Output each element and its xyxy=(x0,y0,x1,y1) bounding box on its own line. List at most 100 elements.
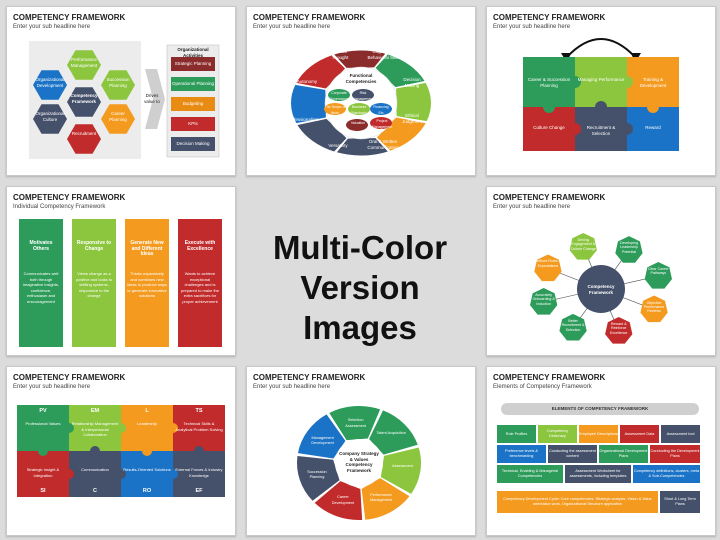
card-title: Motivates Others xyxy=(29,240,53,252)
node-heptagon xyxy=(644,262,672,289)
hexagon xyxy=(67,124,101,154)
node-heptagon xyxy=(534,254,562,282)
hexagon xyxy=(33,104,67,134)
outer-label: Professionalism xyxy=(287,117,319,122)
card: Generate New and Different Ideas Thinks … xyxy=(125,219,169,347)
card-title: Execute with Excellence xyxy=(184,240,216,252)
hexagon xyxy=(67,87,101,117)
hexagon xyxy=(101,104,135,134)
ring-segment xyxy=(334,50,386,68)
banner-label: ELEMENTS OF COMPETENCY FRAMEWORK xyxy=(551,406,649,411)
inner-label: Business Standards xyxy=(351,105,367,115)
slide-subtitle: Enter your sub headline here xyxy=(493,24,571,30)
slide-title: COMPETENCY FRAMEWORK xyxy=(253,13,366,22)
card-body: Communicates well both through imaginati… xyxy=(22,271,60,304)
card: Motivates Others Communicates well both … xyxy=(19,219,63,347)
puzzle-grid xyxy=(17,405,225,497)
slide-subtitle: Elements of Competency Framework xyxy=(493,384,592,390)
piece-abbr: TS xyxy=(195,408,203,414)
side-item: KPIs xyxy=(171,117,215,131)
outer-label: Autonomy xyxy=(296,79,318,84)
cycle-segment xyxy=(329,405,381,441)
table-cell: Assessment tool xyxy=(661,425,700,443)
center-title: Functional Competencies xyxy=(345,73,377,84)
arrow-label: Drives value to xyxy=(144,93,160,104)
cycle-segment xyxy=(314,481,363,521)
side-header: Organizational Activities xyxy=(177,47,209,58)
slide-title: COMPETENCY FRAMEWORK xyxy=(13,193,126,202)
table-cell: Assessment Worksheet for assessments, in… xyxy=(565,465,631,483)
table-cell: Role Profiles xyxy=(497,425,536,443)
piece-label: Results-Oriented Solutions xyxy=(123,467,171,472)
segment-label: Assessment xyxy=(392,463,413,468)
inner-label: Corporate Governance xyxy=(329,91,349,101)
hex-label: Career Planning xyxy=(109,111,127,122)
piece-label: Relationship Management & Interpersonal … xyxy=(71,421,119,437)
card: Execute with Excellence Wants to achieve… xyxy=(178,219,222,347)
node-label: Clear Career Pathways xyxy=(648,266,669,276)
piece-abbr: L xyxy=(145,408,149,414)
table-cell: Competency Dictionary xyxy=(538,425,577,443)
piece-abbr: PV xyxy=(39,408,47,414)
inner-ellipse xyxy=(324,103,346,115)
hexagon xyxy=(101,70,135,100)
hexagon xyxy=(67,50,101,80)
card-title: Responsive to Change xyxy=(76,240,112,252)
node-label: Better Recruitment & Selection xyxy=(561,318,585,332)
node-label: Accurately Onboarding & Induction xyxy=(532,293,555,306)
cycle-segment xyxy=(380,447,421,494)
table-cell: Competency definitions, clusters, meta &… xyxy=(633,465,700,483)
thumbnail-slide-2[interactable]: COMPETENCY FRAMEWORK Enter your sub head… xyxy=(246,6,476,176)
inner-label: Project Management xyxy=(371,119,393,129)
hex-center-label: Competency Framework xyxy=(70,93,98,104)
piece-label: Leadership xyxy=(137,421,157,426)
cycle-segment xyxy=(297,414,346,459)
puzzle-label: Managing Performance xyxy=(577,77,625,82)
table-cell: Preference levels & benchmarking xyxy=(497,445,546,463)
ring-segment xyxy=(291,84,326,124)
side-item: Strategic Planning xyxy=(171,57,215,71)
thumbnail-slide-6[interactable]: COMPETENCY FRAMEWORK Enter your sub head… xyxy=(6,366,236,536)
puzzle-label: Recruitment & Selection xyxy=(586,125,616,136)
slide-subtitle: Enter your sub headline here xyxy=(13,384,91,390)
headline: Multi-Color Version Images xyxy=(246,228,474,348)
slide-subtitle: Enter your sub headline here xyxy=(493,204,571,210)
thumbnail-slide-1[interactable]: COMPETENCY FRAMEWORK Enter your sub head… xyxy=(6,6,236,176)
side-item: Operational Planning xyxy=(171,77,215,91)
card-body: Views change as a positive and looks to … xyxy=(75,271,113,298)
side-item: Budgeting xyxy=(171,97,215,111)
headline-line: Version Images xyxy=(300,269,420,346)
thumbnail-slide-3[interactable]: COMPETENCY FRAMEWORK Enter your sub head… xyxy=(486,6,716,176)
cycle-diagram xyxy=(297,405,421,521)
thumbnail-slide-4[interactable]: COMPETENCY FRAMEWORK Individual Competen… xyxy=(6,186,236,356)
side-item: Decision Making xyxy=(171,137,215,151)
thumbnail-slide-5[interactable]: COMPETENCY FRAMEWORK Enter your sub head… xyxy=(486,186,716,356)
inner-ellipse xyxy=(348,103,370,115)
piece-label: External Forces & Industry Knowledge xyxy=(175,467,223,478)
table-cell: Technical, Enabling & Managerial Compete… xyxy=(497,465,563,483)
table-cell: Conducting the Development Plans xyxy=(650,445,700,463)
table-cell: Competency Development Cycle: Core compe… xyxy=(497,491,658,513)
thumbnail-slide-7[interactable]: COMPETENCY FRAMEWORK Enter your sub head… xyxy=(246,366,476,536)
radial-diagram xyxy=(530,233,672,344)
segment-label: Succession Planning xyxy=(307,469,327,480)
table-cell: Organizational Development Plans xyxy=(599,445,648,463)
puzzle-label: Reward xyxy=(645,125,661,130)
inner-ellipse xyxy=(352,89,374,101)
inner-label: Financing Etc xyxy=(373,105,389,115)
segment-label: Career Development xyxy=(331,495,355,505)
node-heptagon xyxy=(605,317,633,344)
piece-label: Communication xyxy=(81,467,109,472)
ring-segment xyxy=(396,82,431,122)
thumbnail-slide-8[interactable]: COMPETENCY FRAMEWORK Elements of Compete… xyxy=(486,366,716,536)
card-title: Generate New and Different Ideas xyxy=(130,240,164,257)
hex-label: Performance Management xyxy=(70,57,98,68)
center-label: Company Strategy & Values Competency Fra… xyxy=(339,451,379,473)
node-label: Reward & Reinforce Excellence xyxy=(610,322,628,335)
puzzle-label: Career & Succession Planning xyxy=(527,77,571,88)
inner-ellipse xyxy=(346,119,368,131)
outer-label: Versatility xyxy=(328,143,348,148)
inner-ellipse xyxy=(370,103,392,115)
hex-label: Succession Planning xyxy=(106,77,130,88)
piece-abbr: C xyxy=(93,488,97,494)
